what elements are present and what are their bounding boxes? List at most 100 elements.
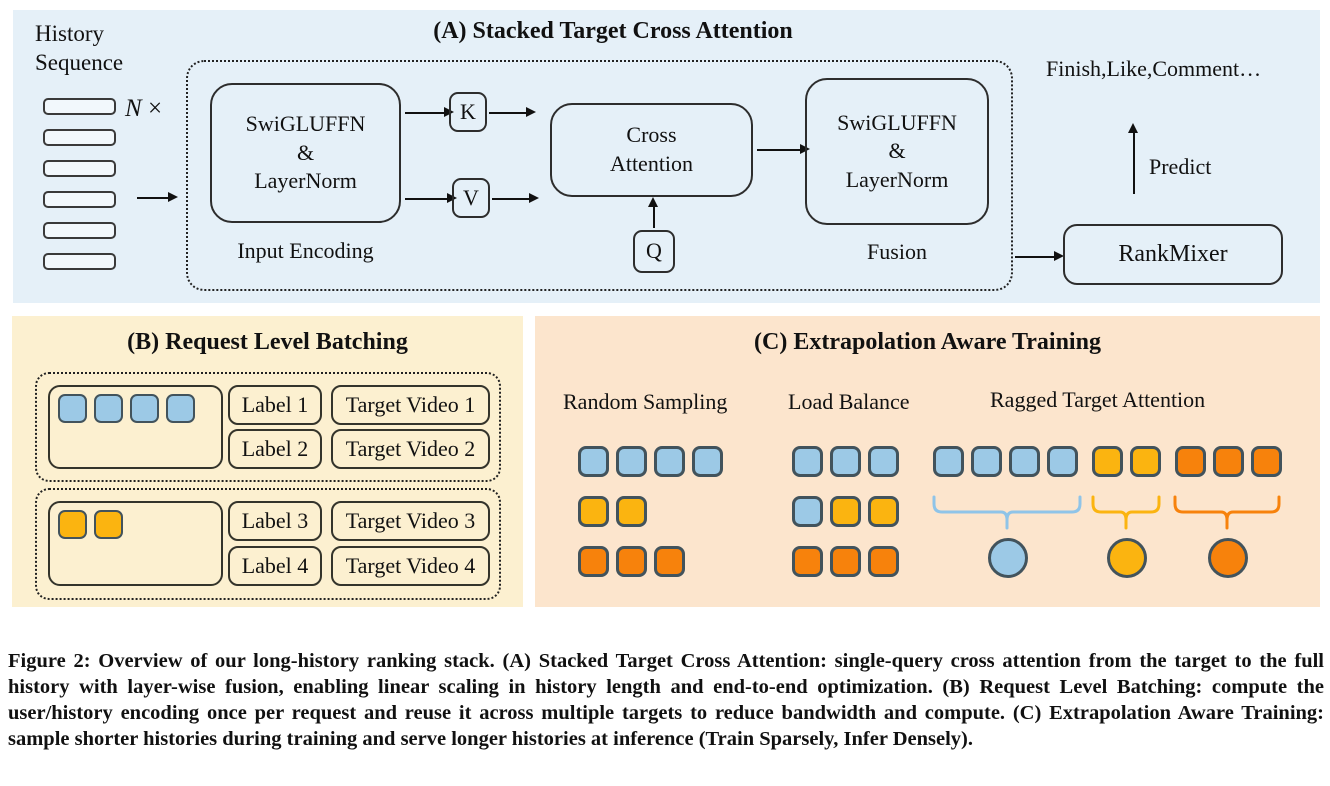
history-token (43, 191, 116, 208)
orange-underbrace-icon (1172, 495, 1282, 536)
token-row (578, 546, 685, 577)
panel-c-extrapolation-aware-training: (C) Extrapolation Aware Training Random … (535, 316, 1320, 607)
blue-token (58, 394, 87, 423)
blue-pooled-circle (988, 538, 1028, 578)
target-video-box: Target Video 4 (331, 546, 490, 586)
target-video-box: Target Video 2 (331, 429, 490, 469)
yellow-token (616, 496, 647, 527)
blue-underbrace-icon (931, 495, 1083, 536)
random-sampling-label: Random Sampling (563, 389, 728, 414)
label-box: Label 2 (228, 429, 322, 469)
figure-caption: Figure 2: Overview of our long-history r… (8, 650, 1324, 750)
load-balance-label: Load Balance (788, 389, 910, 414)
orange-pooled-circle (1208, 538, 1248, 578)
token-row (578, 496, 647, 527)
blue-token (578, 446, 609, 477)
yellow-token (868, 496, 899, 527)
token-row (792, 446, 899, 477)
ragged-group-orange (1175, 446, 1282, 477)
panel-a-title: (A) Stacked Target Cross Attention (433, 18, 793, 44)
orange-token (578, 546, 609, 577)
yellow-token (578, 496, 609, 527)
ragged-group-blue (933, 446, 1078, 477)
history-input-arrow (137, 191, 178, 204)
orange-token (792, 546, 823, 577)
k-to-attention-arrow (489, 106, 536, 119)
encoder-to-v-arrow (405, 192, 457, 205)
blue-token (933, 446, 964, 477)
token-row (792, 496, 899, 527)
stca-dotted-box (186, 60, 1013, 291)
label-box: Label 1 (228, 385, 322, 425)
yellow-token (830, 496, 861, 527)
q-to-attention-arrow (647, 197, 660, 228)
blue-token (830, 446, 861, 477)
request-group (35, 488, 501, 600)
orange-token (1213, 446, 1244, 477)
orange-token (1251, 446, 1282, 477)
yellow-token (1130, 446, 1161, 477)
panel-b-title: (B) Request Level Batching (127, 329, 408, 355)
token-row (792, 546, 899, 577)
history-token-stack (43, 98, 116, 270)
orange-token (1175, 446, 1206, 477)
history-token (43, 222, 116, 239)
n-label: N (125, 95, 142, 122)
blue-token (130, 394, 159, 423)
request-token-row (58, 394, 195, 423)
fusion-to-rankmixer-arrow (1015, 250, 1064, 263)
blue-token (868, 446, 899, 477)
predict-arrow (1127, 123, 1140, 194)
blue-token (1047, 446, 1078, 477)
n-times-label: N × (125, 95, 162, 123)
label-box: Label 3 (228, 501, 322, 541)
yellow-token (1092, 446, 1123, 477)
blue-token (616, 446, 647, 477)
blue-token (692, 446, 723, 477)
orange-token (868, 546, 899, 577)
input-encoding-label: Input Encoding (237, 238, 374, 263)
attention-to-fusion-arrow (757, 143, 810, 156)
blue-token (1009, 446, 1040, 477)
yellow-token (94, 510, 123, 539)
history-sequence-label: History Sequence (35, 21, 124, 75)
panel-c-title: (C) Extrapolation Aware Training (754, 329, 1101, 355)
blue-token (654, 446, 685, 477)
blue-token (792, 496, 823, 527)
yellow-pooled-circle (1107, 538, 1147, 578)
k-box: K (449, 92, 487, 132)
target-video-box: Target Video 3 (331, 501, 490, 541)
yellow-token (58, 510, 87, 539)
ragged-group-yellow (1092, 446, 1161, 477)
history-token (43, 129, 116, 146)
q-box: Q (633, 230, 675, 273)
v-to-attention-arrow (492, 192, 539, 205)
orange-token (616, 546, 647, 577)
panel-a-stacked-target-cross-attention: (A) Stacked Target Cross Attention Histo… (13, 10, 1320, 303)
blue-token (94, 394, 123, 423)
cross-attention-box: Cross Attention (550, 103, 753, 197)
token-row (578, 446, 723, 477)
history-token (43, 160, 116, 177)
history-token (43, 253, 116, 270)
blue-token (166, 394, 195, 423)
request-token-row (58, 510, 123, 539)
request-tokens-box (48, 385, 223, 469)
blue-token (971, 446, 1002, 477)
history-token (43, 98, 116, 115)
blue-token (792, 446, 823, 477)
fusion-label: Fusion (867, 239, 927, 264)
input-encoder-box: SwiGLUFFN & LayerNorm (210, 83, 401, 223)
orange-token (830, 546, 861, 577)
request-tokens-box (48, 501, 223, 586)
ragged-target-attention-label: Ragged Target Attention (990, 387, 1206, 412)
encoder-to-k-arrow (405, 106, 454, 119)
times-label: × (147, 95, 163, 122)
orange-token (654, 546, 685, 577)
outputs-label: Finish,Like,Comment… (1046, 56, 1262, 81)
fusion-encoder-box: SwiGLUFFN & LayerNorm (805, 78, 989, 225)
rankmixer-box: RankMixer (1063, 224, 1283, 285)
ragged-token-row (933, 446, 1282, 477)
predict-label: Predict (1149, 154, 1212, 179)
